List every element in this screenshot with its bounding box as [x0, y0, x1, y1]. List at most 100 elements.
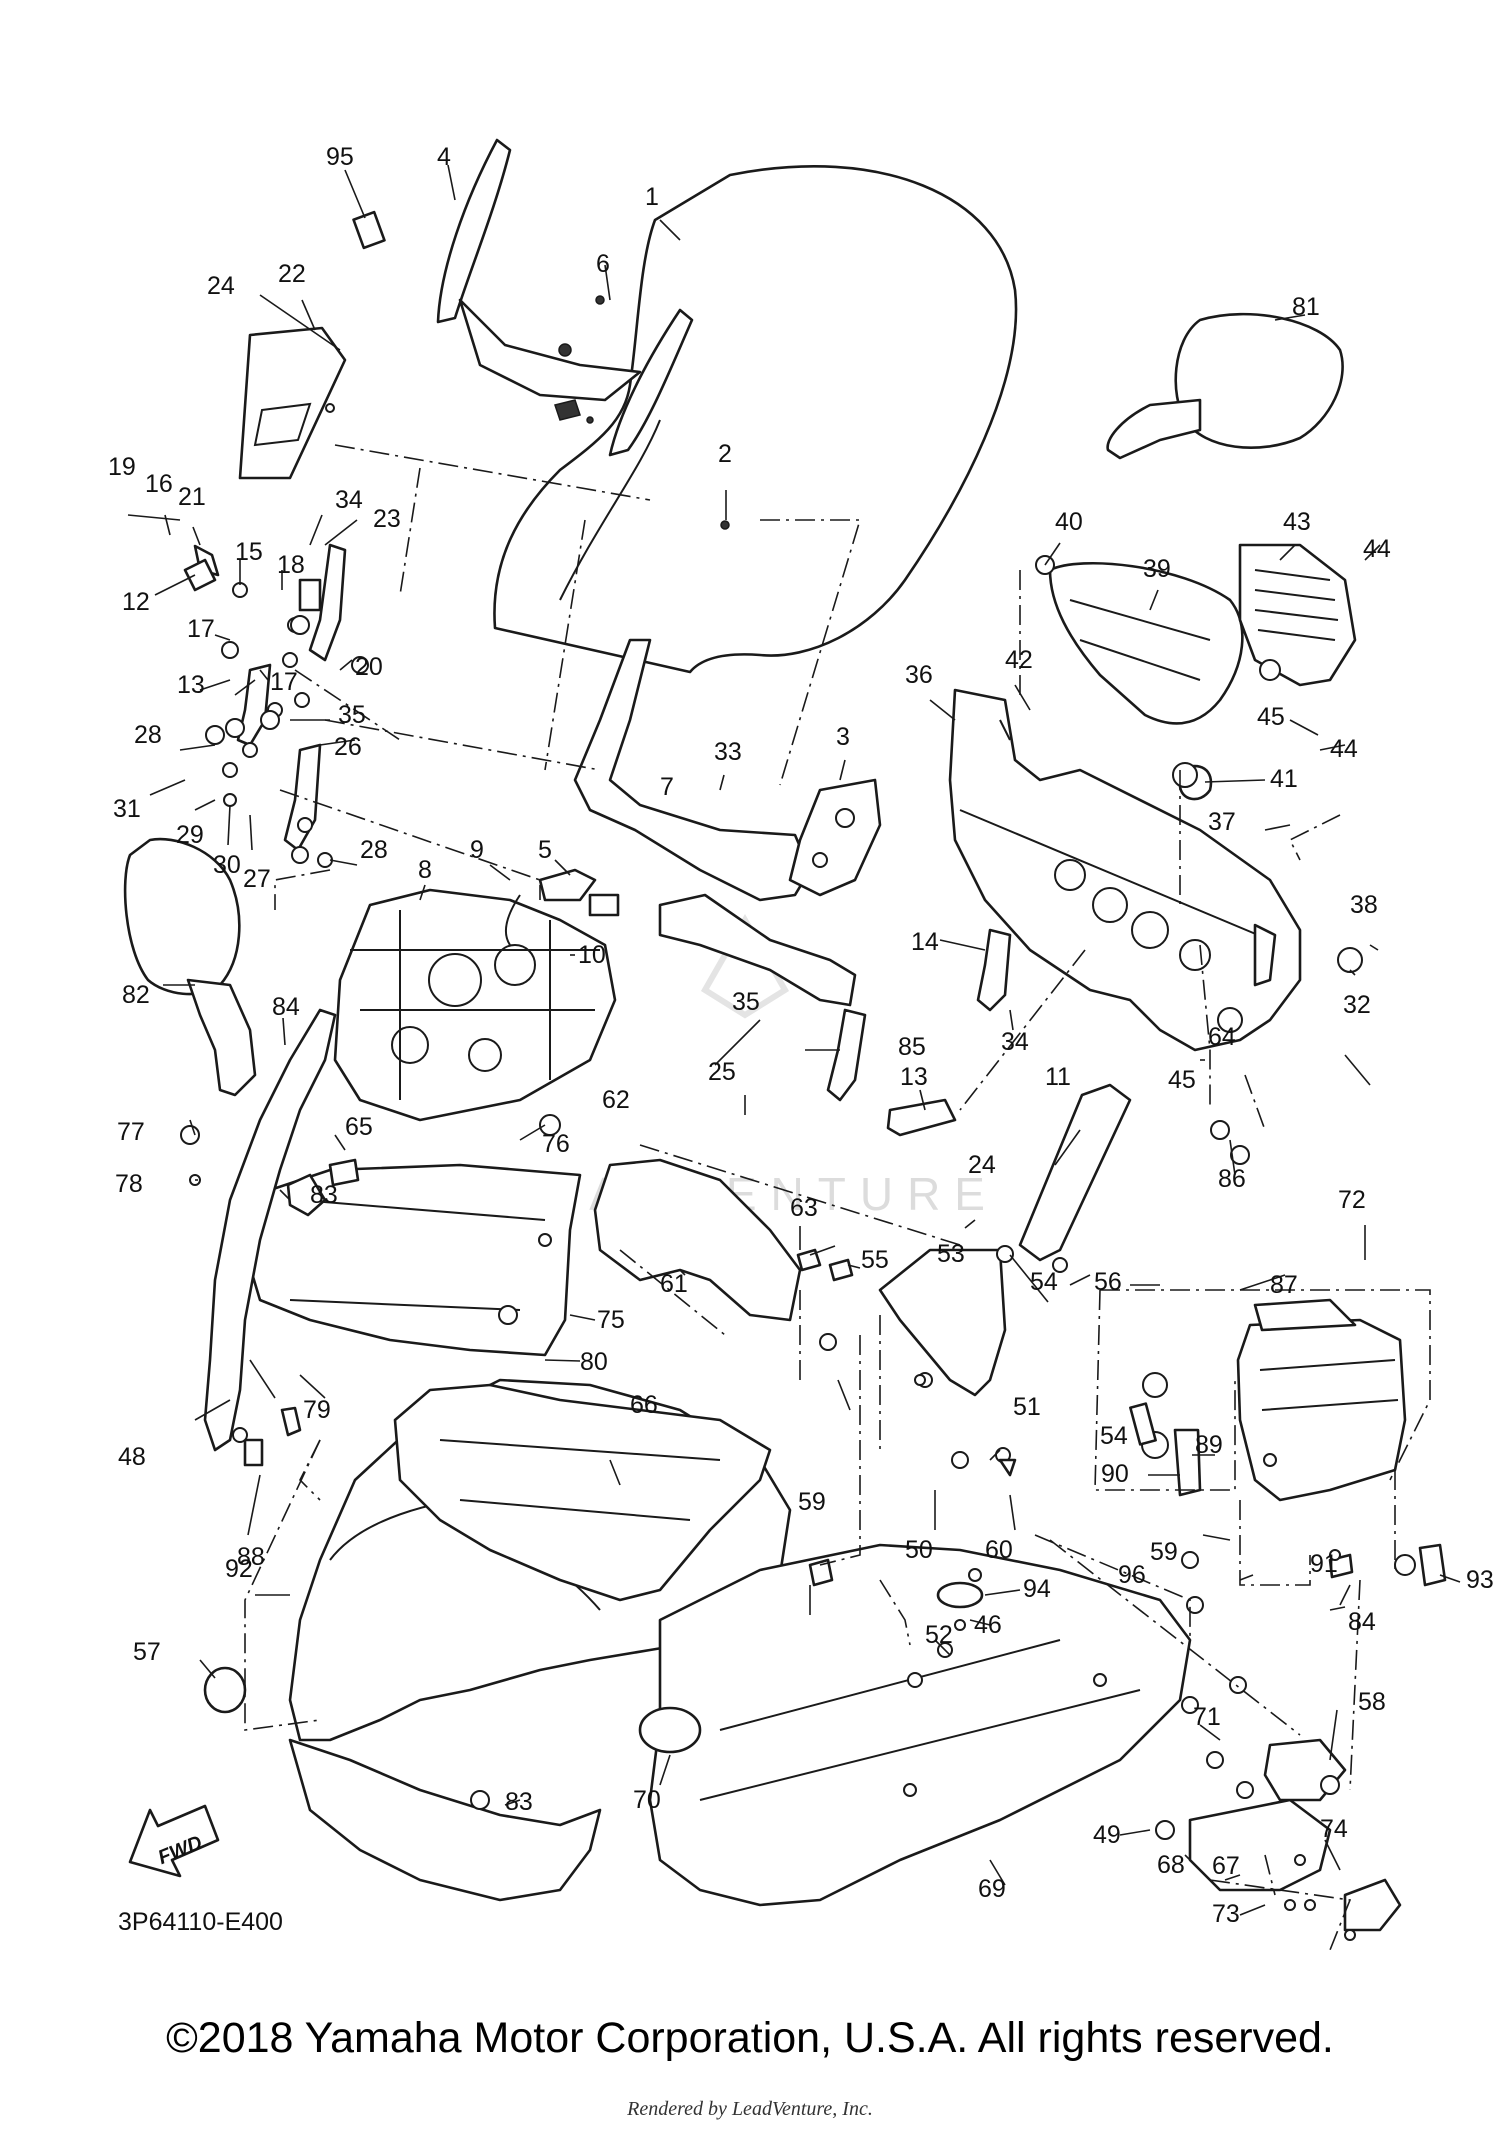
- callout: 17: [187, 615, 215, 643]
- callout: 68: [1157, 1851, 1185, 1879]
- box-68: [1343, 1878, 1402, 1932]
- callout: 35: [732, 988, 760, 1016]
- callout: 43: [1283, 508, 1311, 536]
- callout: 73: [1212, 1900, 1240, 1928]
- small-parts: [180, 210, 1447, 1941]
- callout: 34: [1001, 1028, 1029, 1056]
- callout: 17: [270, 668, 298, 696]
- grommet-84: [936, 1581, 984, 1609]
- bracket-22: [238, 326, 347, 480]
- callout: 7: [660, 773, 674, 801]
- drawing-code: 3P64110-E400: [118, 1908, 283, 1936]
- callout: 38: [1350, 891, 1378, 919]
- forward-arrow: FWD: [128, 1804, 220, 1878]
- callout: 44: [1363, 535, 1391, 563]
- callout: 59: [798, 1488, 826, 1516]
- callout: 77: [117, 1118, 145, 1146]
- rubber-83: [638, 1706, 702, 1754]
- callout: 75: [597, 1306, 625, 1334]
- callout: 55: [861, 1246, 889, 1274]
- callout: 64: [1208, 1023, 1236, 1051]
- callout: 41: [1270, 765, 1298, 793]
- callout: 89: [1195, 1431, 1223, 1459]
- callout: 76: [542, 1130, 570, 1158]
- callout: 23: [373, 505, 401, 533]
- callout: 48: [118, 1443, 146, 1471]
- callout: 86: [1218, 1165, 1246, 1193]
- callout: 21: [178, 483, 206, 511]
- callout: 5: [538, 836, 552, 864]
- callout: 24: [207, 272, 235, 300]
- callout: 65: [345, 1113, 373, 1141]
- callout: 4: [437, 143, 451, 171]
- callout: 82: [122, 981, 150, 1009]
- part-shapes: FWD: [123, 138, 1447, 1941]
- callout: 72: [1338, 1186, 1366, 1214]
- callout: 49: [1093, 1821, 1121, 1849]
- callout: 67: [1212, 1852, 1240, 1880]
- callout: 8: [418, 856, 432, 884]
- rendered-by-notice: Rendered by LeadVenture, Inc.: [627, 2098, 873, 2120]
- callout: 45: [1168, 1066, 1196, 1094]
- callout: 10: [578, 941, 606, 969]
- callout: 90: [1101, 1460, 1129, 1488]
- callout: 25: [708, 1058, 736, 1086]
- callout: 54: [1100, 1422, 1128, 1450]
- callout: 57: [133, 1638, 161, 1666]
- leader-lines: [127, 164, 1461, 1916]
- callout: 84: [272, 993, 300, 1021]
- callout: 30: [213, 851, 241, 879]
- callout: 91: [1310, 1550, 1338, 1578]
- fairing-47: [648, 1543, 1192, 1907]
- box-87: [1236, 1318, 1407, 1502]
- strip-11: [1018, 1083, 1132, 1262]
- meter-assembly: [333, 888, 617, 1122]
- callout: 14: [911, 928, 939, 956]
- panel-75: [238, 1163, 582, 1357]
- copyright-notice: ©2018 Yamaha Motor Corporation, U.S.A. A…: [166, 2014, 1334, 2062]
- callout: 60: [985, 1536, 1013, 1564]
- callout: 19: [108, 453, 136, 481]
- callout: 85: [898, 1033, 926, 1061]
- callout: 16: [145, 470, 173, 498]
- callout: 74: [1320, 1815, 1348, 1843]
- callout: 36: [905, 661, 933, 689]
- callout: 20: [355, 653, 383, 681]
- callout: 88: [237, 1543, 265, 1571]
- callout: 62: [602, 1086, 630, 1114]
- callout: 59: [1150, 1538, 1178, 1566]
- callout: 71: [1193, 1703, 1221, 1731]
- callout: 3: [836, 723, 850, 751]
- callout: 63: [790, 1194, 818, 1222]
- callout: 15: [235, 538, 263, 566]
- callout: 34: [335, 486, 363, 514]
- callout: 70: [633, 1786, 661, 1814]
- callout: 13: [900, 1063, 928, 1091]
- callout: 79: [303, 1396, 331, 1424]
- inner-panel-61: [593, 1158, 802, 1322]
- callout: 1: [645, 183, 659, 211]
- callout: 42: [1005, 646, 1033, 674]
- callout: 93: [1466, 1566, 1494, 1594]
- grommet-52: [203, 1666, 247, 1714]
- callout: 26: [334, 733, 362, 761]
- callout: 80: [580, 1348, 608, 1376]
- callout: 69: [978, 1875, 1006, 1903]
- windscreen: [493, 165, 1018, 674]
- callout: 11: [1045, 1063, 1071, 1091]
- callout: 54: [1030, 1268, 1058, 1296]
- main-bracket: [948, 688, 1302, 1052]
- callout: 83: [310, 1181, 338, 1209]
- callout: 96: [1118, 1561, 1146, 1589]
- callout: 18: [277, 551, 305, 579]
- callout-labels: 95 4 1 6 22 24 81 2 19 16 21 12 15 18 34…: [108, 143, 1494, 1928]
- callout: 84: [1348, 1608, 1376, 1636]
- callout: 45: [1257, 703, 1285, 731]
- callout: 94: [1023, 1575, 1051, 1603]
- callout: 39: [1143, 555, 1171, 583]
- callout: 29: [176, 821, 204, 849]
- callout: 92: [225, 1555, 253, 1583]
- duct-53: [878, 1248, 1007, 1397]
- callout: 33: [714, 738, 742, 766]
